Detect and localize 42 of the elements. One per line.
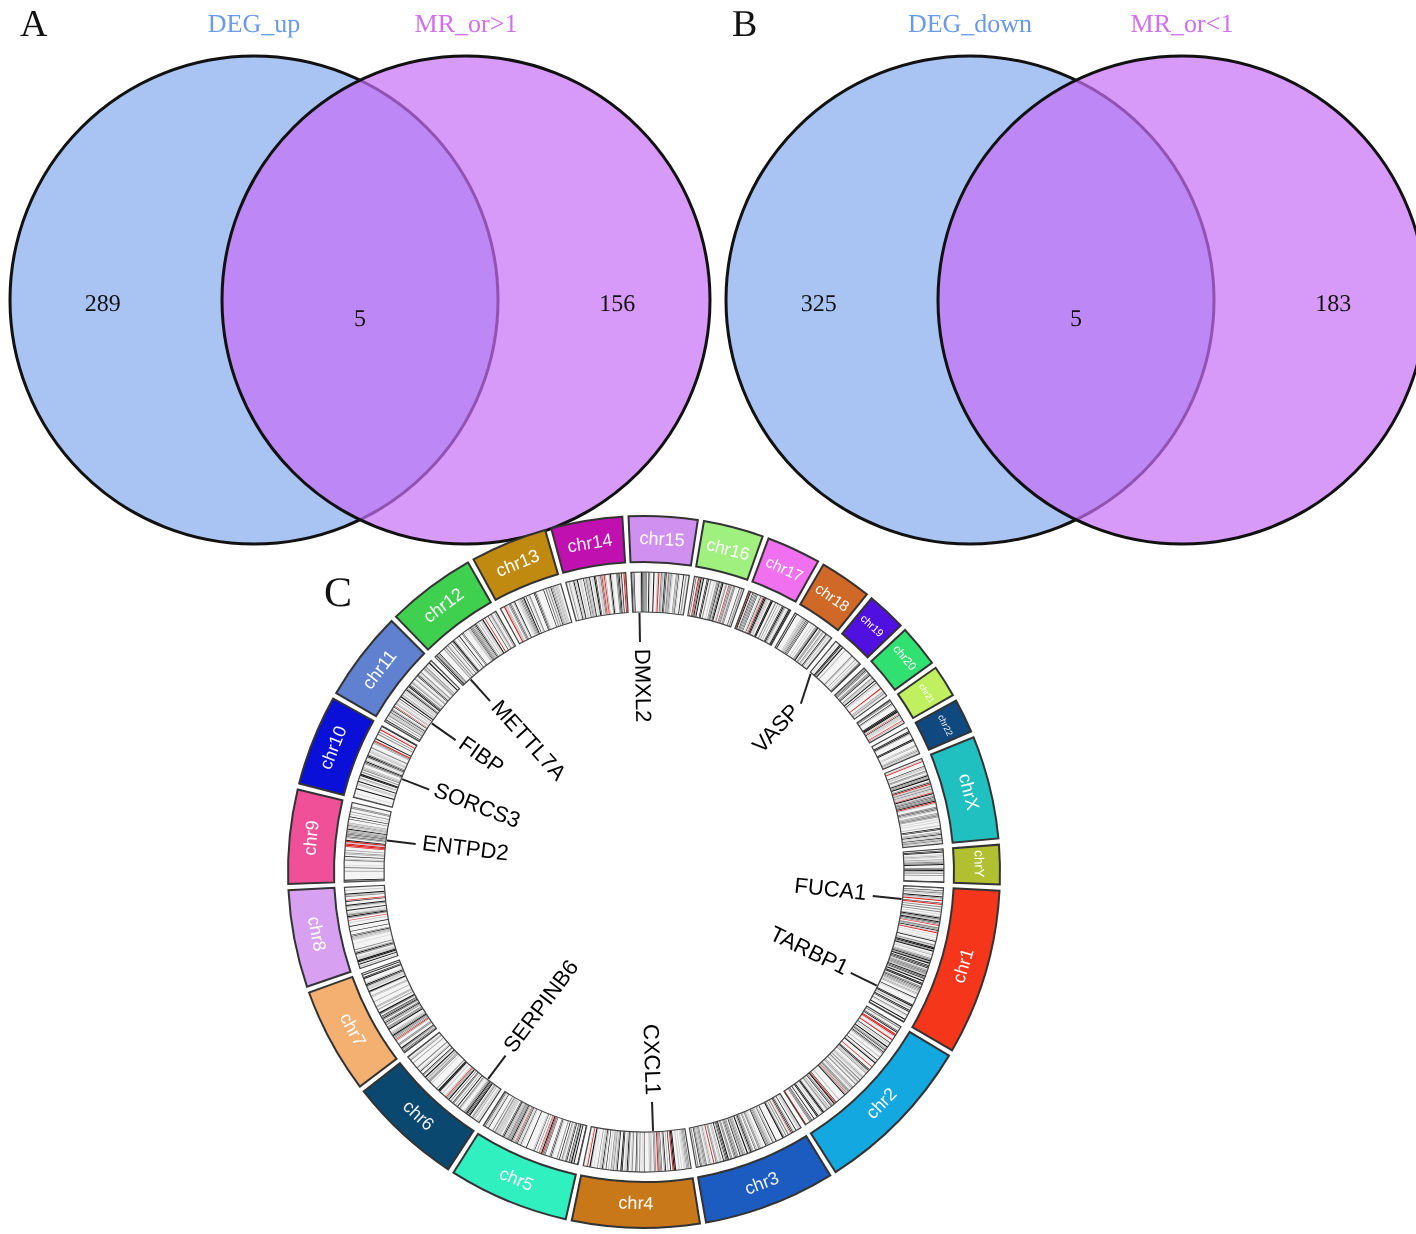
panel-letter: C — [324, 568, 353, 618]
panel-letter: A — [20, 4, 48, 48]
chromosome-label: chr16 — [704, 535, 752, 564]
leader-line — [871, 895, 903, 901]
gene-label: CXCL1 — [638, 1024, 665, 1097]
leader-line — [401, 778, 431, 791]
chromosome-label: chr15 — [639, 529, 685, 550]
chromosome-label: chr4 — [618, 1195, 654, 1215]
leader-line — [487, 1054, 507, 1080]
chromosome-label: chrX — [954, 772, 981, 813]
count-value: 5 — [1070, 304, 1082, 334]
gene-label: DMXL2 — [629, 647, 655, 722]
count-value: 325 — [800, 289, 837, 319]
chromosome-label: chr10 — [318, 724, 352, 773]
chromosome-label: chr1 — [949, 947, 977, 987]
set-title: MR_or>1 — [414, 8, 518, 40]
chromosome-label: chr6 — [399, 1098, 438, 1136]
count-value: 183 — [1315, 289, 1352, 319]
count-value: 5 — [354, 304, 366, 334]
chromosome-label: chr5 — [496, 1164, 536, 1195]
set-title: DEG_up — [207, 8, 301, 40]
leader-line — [430, 722, 457, 742]
chromosome-label: chr3 — [742, 1168, 782, 1198]
panel-letter: B — [732, 4, 758, 48]
chromosome-label: chr13 — [493, 547, 542, 581]
chromosome-label: chr7 — [334, 1010, 368, 1051]
count-value: 156 — [599, 289, 636, 319]
leader-line — [638, 612, 641, 644]
set-title: DEG_down — [907, 8, 1033, 40]
chromosome-label: chr14 — [566, 530, 614, 556]
chromosome-label: chr2 — [863, 1085, 902, 1124]
leader-line — [385, 839, 417, 845]
leader-line — [799, 672, 812, 705]
leader-line — [469, 678, 492, 703]
count-value: 289 — [84, 289, 121, 319]
gene-label: FUCA1 — [793, 874, 869, 907]
leader-line — [849, 971, 878, 987]
set-title: MR_or<1 — [1130, 8, 1234, 40]
leader-line — [651, 1100, 655, 1132]
chromosome-label: chr9 — [301, 820, 324, 858]
gene-label: ENTPD2 — [420, 831, 510, 867]
chromosome-label: chr8 — [304, 915, 330, 954]
